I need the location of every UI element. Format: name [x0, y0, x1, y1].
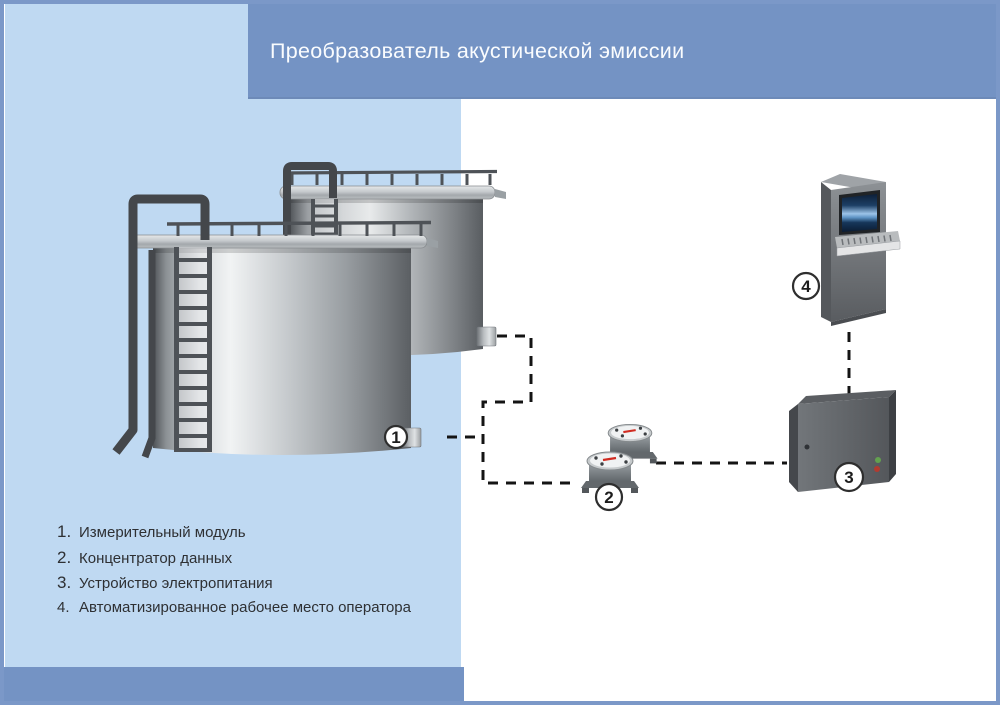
tank-front-rim — [130, 234, 428, 249]
tank-front-ladder-rungs — [179, 258, 207, 452]
legend-item-label: Устройство электропитания — [79, 575, 273, 592]
monitor-screen — [842, 194, 877, 232]
legend-item-workstation: 4. Автоматизированное рабочее место опер… — [57, 599, 411, 625]
tank-front-body — [153, 247, 411, 455]
device-foot — [582, 488, 589, 493]
tank-front-rim-shadow — [153, 247, 411, 253]
cabinet-left-side — [821, 182, 831, 322]
device-foot — [649, 458, 657, 464]
data-concentrator-group — [581, 423, 658, 493]
marker-3-circle — [833, 461, 865, 493]
legend-item-label: Концентратор данных — [79, 549, 233, 567]
legend-item-number: 1. — [57, 522, 72, 541]
device-foot — [631, 488, 638, 493]
power-box-front — [798, 397, 889, 492]
marker-data-concentrator: 2 — [594, 482, 624, 512]
device-screw — [620, 434, 625, 438]
tank-front-ladder-backing — [179, 247, 207, 452]
tank-back-rim-shadow — [288, 198, 483, 203]
tank-front-side-pipe — [141, 250, 156, 459]
tank-front-rim-lip — [427, 238, 438, 248]
legend-item-power-supply: 3. Устройство электропитания — [57, 573, 411, 599]
tank-back-ladder-backing — [315, 199, 334, 238]
keyboard-keys — [841, 234, 892, 246]
power-box-lock — [804, 444, 810, 450]
tank-front-ladder-rails — [174, 247, 212, 452]
tank-back-railing-rail — [283, 169, 498, 175]
marker-3-label: 3 — [844, 468, 853, 487]
cable-routes — [447, 326, 851, 485]
legend-item-measurement-module: 1. Измерительный модуль — [57, 522, 411, 548]
device-screw — [615, 428, 619, 432]
device-red-indicator — [623, 429, 636, 434]
storage-tanks — [112, 162, 506, 459]
tank-front-pipe — [112, 194, 210, 455]
power-box-top — [798, 390, 896, 404]
power-led-red — [874, 466, 880, 472]
device-screw — [638, 426, 643, 430]
device-top-face — [611, 425, 649, 440]
legend-item-data-concentrator: 2. Концентратор данных — [57, 548, 411, 574]
tank-front — [112, 194, 438, 459]
marker-measurement-module: 1 — [383, 424, 409, 450]
power-box-left-side — [789, 404, 798, 492]
legend-item-number: 2. — [57, 547, 72, 567]
marker-1-label: 1 — [391, 428, 400, 447]
legend-item-number: 3. — [57, 573, 72, 592]
device-screw — [619, 454, 623, 458]
device-screw — [624, 460, 628, 464]
cable-back-sensor-to-concentrator — [481, 334, 576, 485]
marker-workstation: 4 — [791, 271, 821, 301]
tank-front-railing-rail — [166, 220, 432, 226]
marker-4-circle — [791, 271, 821, 301]
tank-back-pipe — [283, 162, 337, 237]
marker-2-label: 2 — [604, 488, 613, 507]
keyboard-tray-front — [836, 240, 901, 257]
device-red-indicator — [602, 456, 617, 462]
legend-item-number: 4. — [57, 598, 70, 616]
measurement-module-sensor-back — [476, 326, 497, 347]
markers: 1 2 3 4 — [383, 271, 865, 512]
device-screw — [643, 432, 647, 436]
tank-back-rim — [279, 185, 496, 200]
marker-4-label: 4 — [801, 277, 811, 296]
footer-bar — [0, 667, 464, 705]
device-screw — [594, 456, 598, 460]
power-box-right-edge — [889, 390, 896, 482]
legend-item-label: Автоматизированное рабочее место операто… — [79, 598, 411, 616]
marker-1-circle — [383, 424, 409, 450]
cabinet-bottom-edge — [831, 309, 886, 326]
marker-2-circle — [594, 482, 624, 512]
operator-workstation — [821, 174, 901, 326]
device-top-face — [590, 453, 630, 468]
keyboard-tray-top — [835, 231, 900, 248]
tank-back-ladder-rungs — [313, 204, 336, 236]
power-supply-unit — [789, 390, 896, 492]
legend-item-label: Измерительный модуль — [79, 524, 246, 541]
page-title: Преобразователь акустической эмиссии — [270, 39, 685, 63]
legend: 1. Измерительный модуль 2. Концентратор … — [57, 522, 411, 624]
tank-back-railing-posts — [290, 174, 492, 185]
title-bar: Преобразователь акустической эмиссии — [248, 4, 996, 99]
concentrator-device-front — [581, 451, 639, 493]
power-led-green — [875, 457, 881, 463]
marker-power-supply: 3 — [833, 461, 865, 493]
tank-back-rim-lip — [495, 189, 506, 199]
device-screw — [600, 462, 604, 466]
